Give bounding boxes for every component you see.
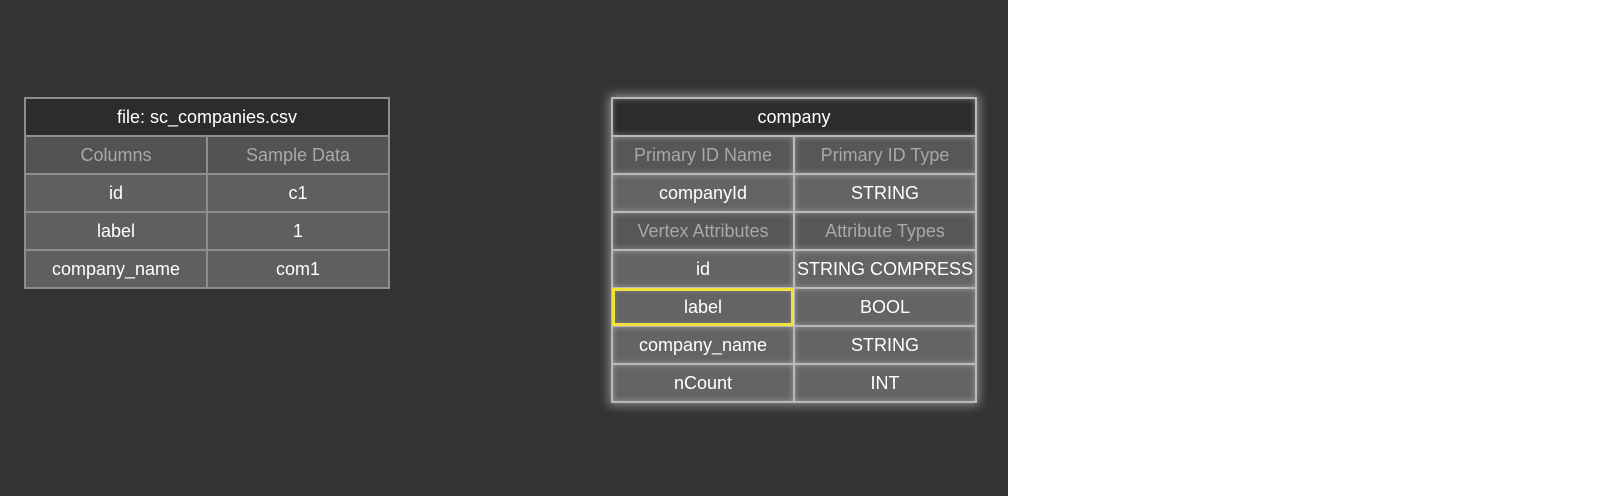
table-row: nCount INT (611, 363, 977, 403)
primary-id-type-header: Primary ID Type (793, 135, 977, 175)
source-table-title: file: sc_companies.csv (24, 97, 390, 137)
attribute-type-cell: BOOL (793, 287, 977, 327)
attribute-name-cell[interactable]: company_name (611, 325, 795, 365)
sample-value-cell: c1 (206, 173, 390, 213)
table-row: company_name com1 (24, 249, 390, 289)
attribute-name-cell-highlighted[interactable]: label (611, 287, 795, 327)
vertex-type-table: company Primary ID Name Primary ID Type … (611, 97, 977, 403)
attribute-type-cell: STRING (793, 325, 977, 365)
table-row: company_name STRING (611, 325, 977, 365)
table-row: label BOOL (611, 287, 977, 327)
attribute-type-cell: INT (793, 363, 977, 403)
attribute-type-cell: STRING COMPRESS (793, 249, 977, 289)
sample-value-cell: com1 (206, 249, 390, 289)
table-row: companyId STRING (611, 173, 977, 213)
diagram-canvas: file: sc_companies.csv Columns Sample Da… (0, 0, 1008, 496)
table-row: id c1 (24, 173, 390, 213)
table-row: id STRING COMPRESS (611, 249, 977, 289)
column-name-cell[interactable]: label (24, 211, 208, 251)
column-name-cell[interactable]: company_name (24, 249, 208, 289)
vertex-attributes-header: Vertex Attributes (611, 211, 795, 251)
attribute-types-header: Attribute Types (793, 211, 977, 251)
vertex-table-title: company (611, 97, 977, 137)
sample-data-header: Sample Data (206, 135, 390, 175)
attribute-name-cell[interactable]: nCount (611, 363, 795, 403)
sample-value-cell: 1 (206, 211, 390, 251)
primary-id-name-header: Primary ID Name (611, 135, 795, 175)
column-name-cell[interactable]: id (24, 173, 208, 213)
primary-id-name-cell[interactable]: companyId (611, 173, 795, 213)
attribute-name-cell[interactable]: id (611, 249, 795, 289)
source-file-table: file: sc_companies.csv Columns Sample Da… (24, 97, 390, 289)
primary-id-type-cell: STRING (793, 173, 977, 213)
table-row: label 1 (24, 211, 390, 251)
columns-header: Columns (24, 135, 208, 175)
